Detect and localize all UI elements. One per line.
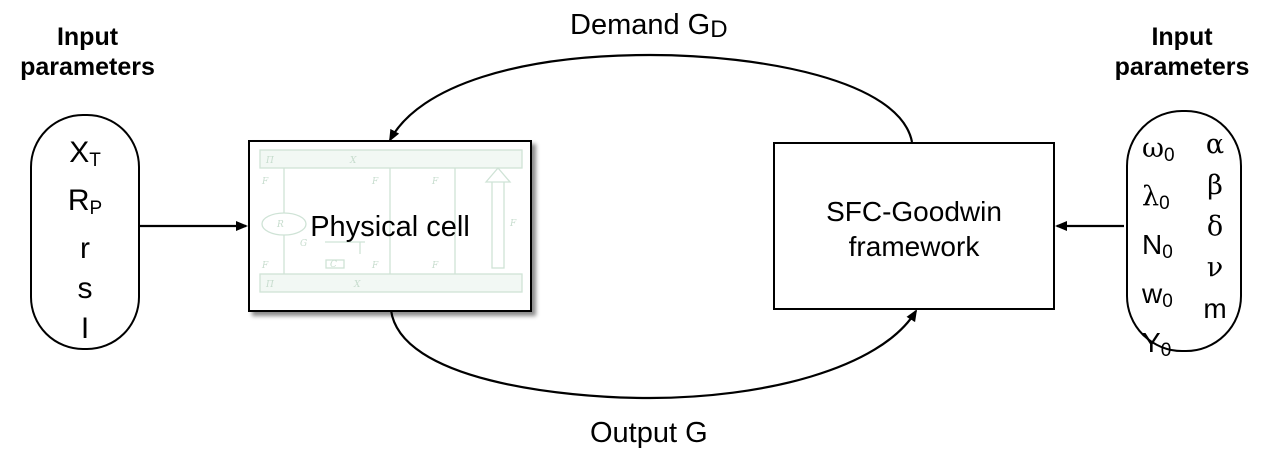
- schematic-f1: F: [261, 177, 269, 187]
- schematic-f3: F: [431, 177, 439, 187]
- output-label: Output G: [590, 417, 708, 449]
- left-params-list: XT RP r s I: [30, 133, 140, 349]
- schematic-f5: F: [261, 261, 269, 271]
- right-params-col1: ω0 λ0 N0 w0 Y0: [1142, 128, 1192, 371]
- schematic-f7: F: [371, 261, 379, 271]
- demand-label-main: Demand G: [570, 9, 711, 41]
- left-param-0: XT: [69, 136, 101, 171]
- sfc-goodwin-title-line2: framework: [848, 231, 980, 262]
- schematic-top-x: X: [349, 156, 357, 166]
- left-panel-heading: Input parameters: [20, 23, 155, 81]
- schematic-f6: F: [431, 261, 439, 271]
- right-param-m: m: [1203, 293, 1227, 324]
- right-params-pill: [1126, 110, 1242, 352]
- schematic-r: R: [276, 220, 284, 230]
- demand-label-sub: D: [710, 16, 728, 43]
- right-param-alpha: α: [1205, 129, 1225, 160]
- left-params-pill: [30, 114, 140, 350]
- right-panel-heading: Input parameters: [1114, 23, 1250, 81]
- physical-cell-schematic: Π X Π X F F F F F F F R G C: [259, 149, 523, 293]
- schematic-f4: F: [509, 219, 517, 229]
- schematic-c: C: [330, 260, 337, 270]
- right-param-delta: δ: [1206, 211, 1224, 242]
- sfc-goodwin-title-line1: SFC-Goodwin: [826, 196, 1002, 227]
- left-param-3: s: [77, 272, 93, 305]
- demand-label: Demand GD: [570, 8, 728, 47]
- schematic-bot-x: X: [353, 280, 361, 290]
- right-param-w: w0: [1142, 278, 1173, 312]
- left-param-4: I: [80, 312, 90, 345]
- left-param-1: RP: [67, 184, 103, 219]
- right-params-col2: α β δ ν m: [1200, 124, 1230, 329]
- right-param-lambda: λ0: [1142, 181, 1170, 214]
- sfc-goodwin-title: SFC-Goodwin framework: [775, 194, 1053, 264]
- sfc-goodwin-box: SFC-Goodwin framework: [773, 142, 1055, 310]
- output-arrow: [389, 309, 918, 400]
- schematic-top-pi: Π: [265, 156, 274, 166]
- schematic-f2: F: [371, 177, 379, 187]
- right-param-beta: β: [1207, 170, 1223, 201]
- right-param-nu: ν: [1206, 252, 1224, 283]
- demand-arrow: [389, 53, 914, 143]
- left-param-2: r: [80, 232, 90, 265]
- right-param-n: N0: [1142, 229, 1173, 263]
- schematic-g: G: [300, 239, 307, 249]
- physical-cell-title: Physical cell: [310, 211, 470, 243]
- right-param-omega: ω0: [1142, 133, 1175, 166]
- physical-cell-box: Π X Π X F F F F F F F R G C Physical cel…: [248, 140, 532, 312]
- schematic-bot-pi: Π: [265, 280, 274, 290]
- right-param-y: Y0: [1142, 327, 1172, 361]
